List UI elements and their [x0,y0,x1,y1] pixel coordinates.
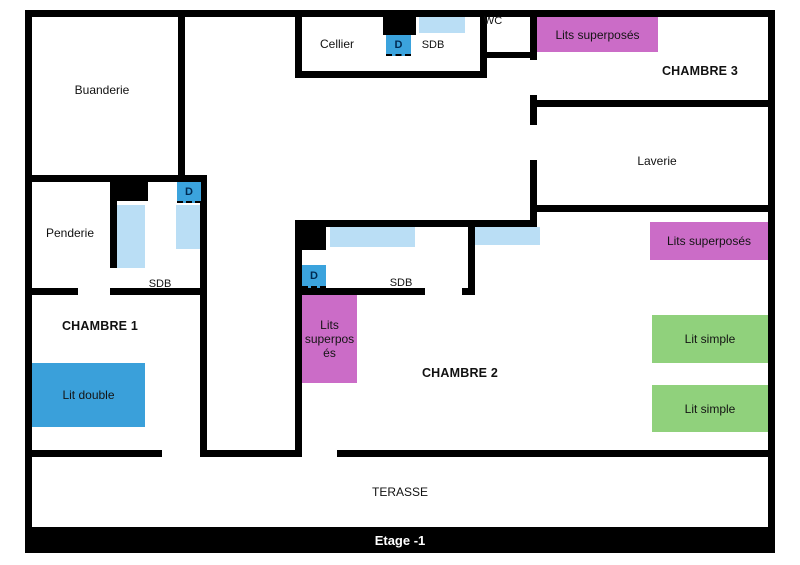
sdb2-bottom-wall-left [295,288,425,295]
wc-bottom-wall [487,52,537,58]
room-label-chambre1: CHAMBRE 1 [61,319,139,333]
bunk-bed-label: Lits superposés [304,318,355,360]
sdb2-wall-block [295,222,326,250]
chambre1-right-wall [200,175,207,457]
door-letter: D [310,269,318,282]
outer-wall-right [768,10,775,527]
room-label-sdb1: SDB [148,278,172,290]
cellier-wall-block [383,10,416,35]
laverie-bottom-wall [530,205,775,212]
shower-door-marker-sdb2: D [302,265,326,288]
single-bed-2: Lit simple [652,385,768,432]
sdb1-wall-block [112,175,148,201]
floor-title: Etage -1 [374,532,426,548]
chambre3-bottom-wall [530,100,775,107]
chambre1-top-wall-right [110,288,207,295]
room-label-terasse: TERASSE [371,485,429,499]
room-label-sdb2: SDB [389,277,413,289]
room-label-chambre3: CHAMBRE 3 [661,64,739,78]
chambre2-counter-fixture [475,227,540,245]
bunk-bed-label: Lits superposés [555,27,640,42]
chambre2-left-wall [295,220,302,457]
cellier-bottom-wall [295,71,487,78]
bunk-bed-label: Lits superposés [666,234,752,248]
sdb2-right-wall [468,220,475,295]
buanderie-right-wall [178,10,185,182]
single-bed-label: Lit simple [684,332,736,346]
chambre2-top-wall [295,220,537,227]
corridor-right-wall-c [530,160,537,227]
cellier-counter-fixture [419,17,465,33]
floor-title-banner: Etage -1 [25,527,775,553]
single-bed-label: Lit simple [684,401,736,416]
outer-wall-left [25,10,32,527]
terrace-wall-right [337,450,775,457]
room-label-laverie: Laverie [637,154,677,168]
room-label-wc: WC [483,15,503,27]
room-label-chambre2: CHAMBRE 2 [421,366,499,380]
door-letter: D [394,38,403,51]
bunk-bed-chambre2-left: Lits superposés [302,295,357,383]
corridor-right-wall-a [530,10,537,60]
chambre1-top-wall-left [25,288,78,295]
cellier-left-wall [295,10,302,78]
double-bed-label: Lit double [62,388,115,402]
sdb1-fixture-right [176,205,200,249]
shower-door-marker-sdb1: D [177,182,201,203]
single-bed-1: Lit simple [652,315,768,363]
penderie-sdb-wall [110,175,117,268]
door-letter: D [185,185,193,198]
double-bed-chambre1: Lit double [32,363,145,427]
room-label-penderie: Penderie [45,226,95,240]
room-label-sdb-cellier: SDB [421,39,445,51]
cellier-right-wall [480,10,487,78]
sdb2-counter-fixture [330,227,415,247]
terrace-wall-left [25,450,162,457]
terrace-wall-mid [200,450,297,457]
sdb2-bottom-wall-right [462,288,475,295]
bunk-bed-chambre2-right: Lits superposés [650,222,768,260]
corridor-right-wall-b [530,95,537,125]
bunk-bed-chambre3: Lits superposés [537,17,658,52]
sdb1-fixture-left [117,205,145,268]
room-label-buanderie: Buanderie [74,83,130,97]
room-label-cellier: Cellier [319,37,355,51]
shower-door-marker-cellier: D [386,35,411,56]
